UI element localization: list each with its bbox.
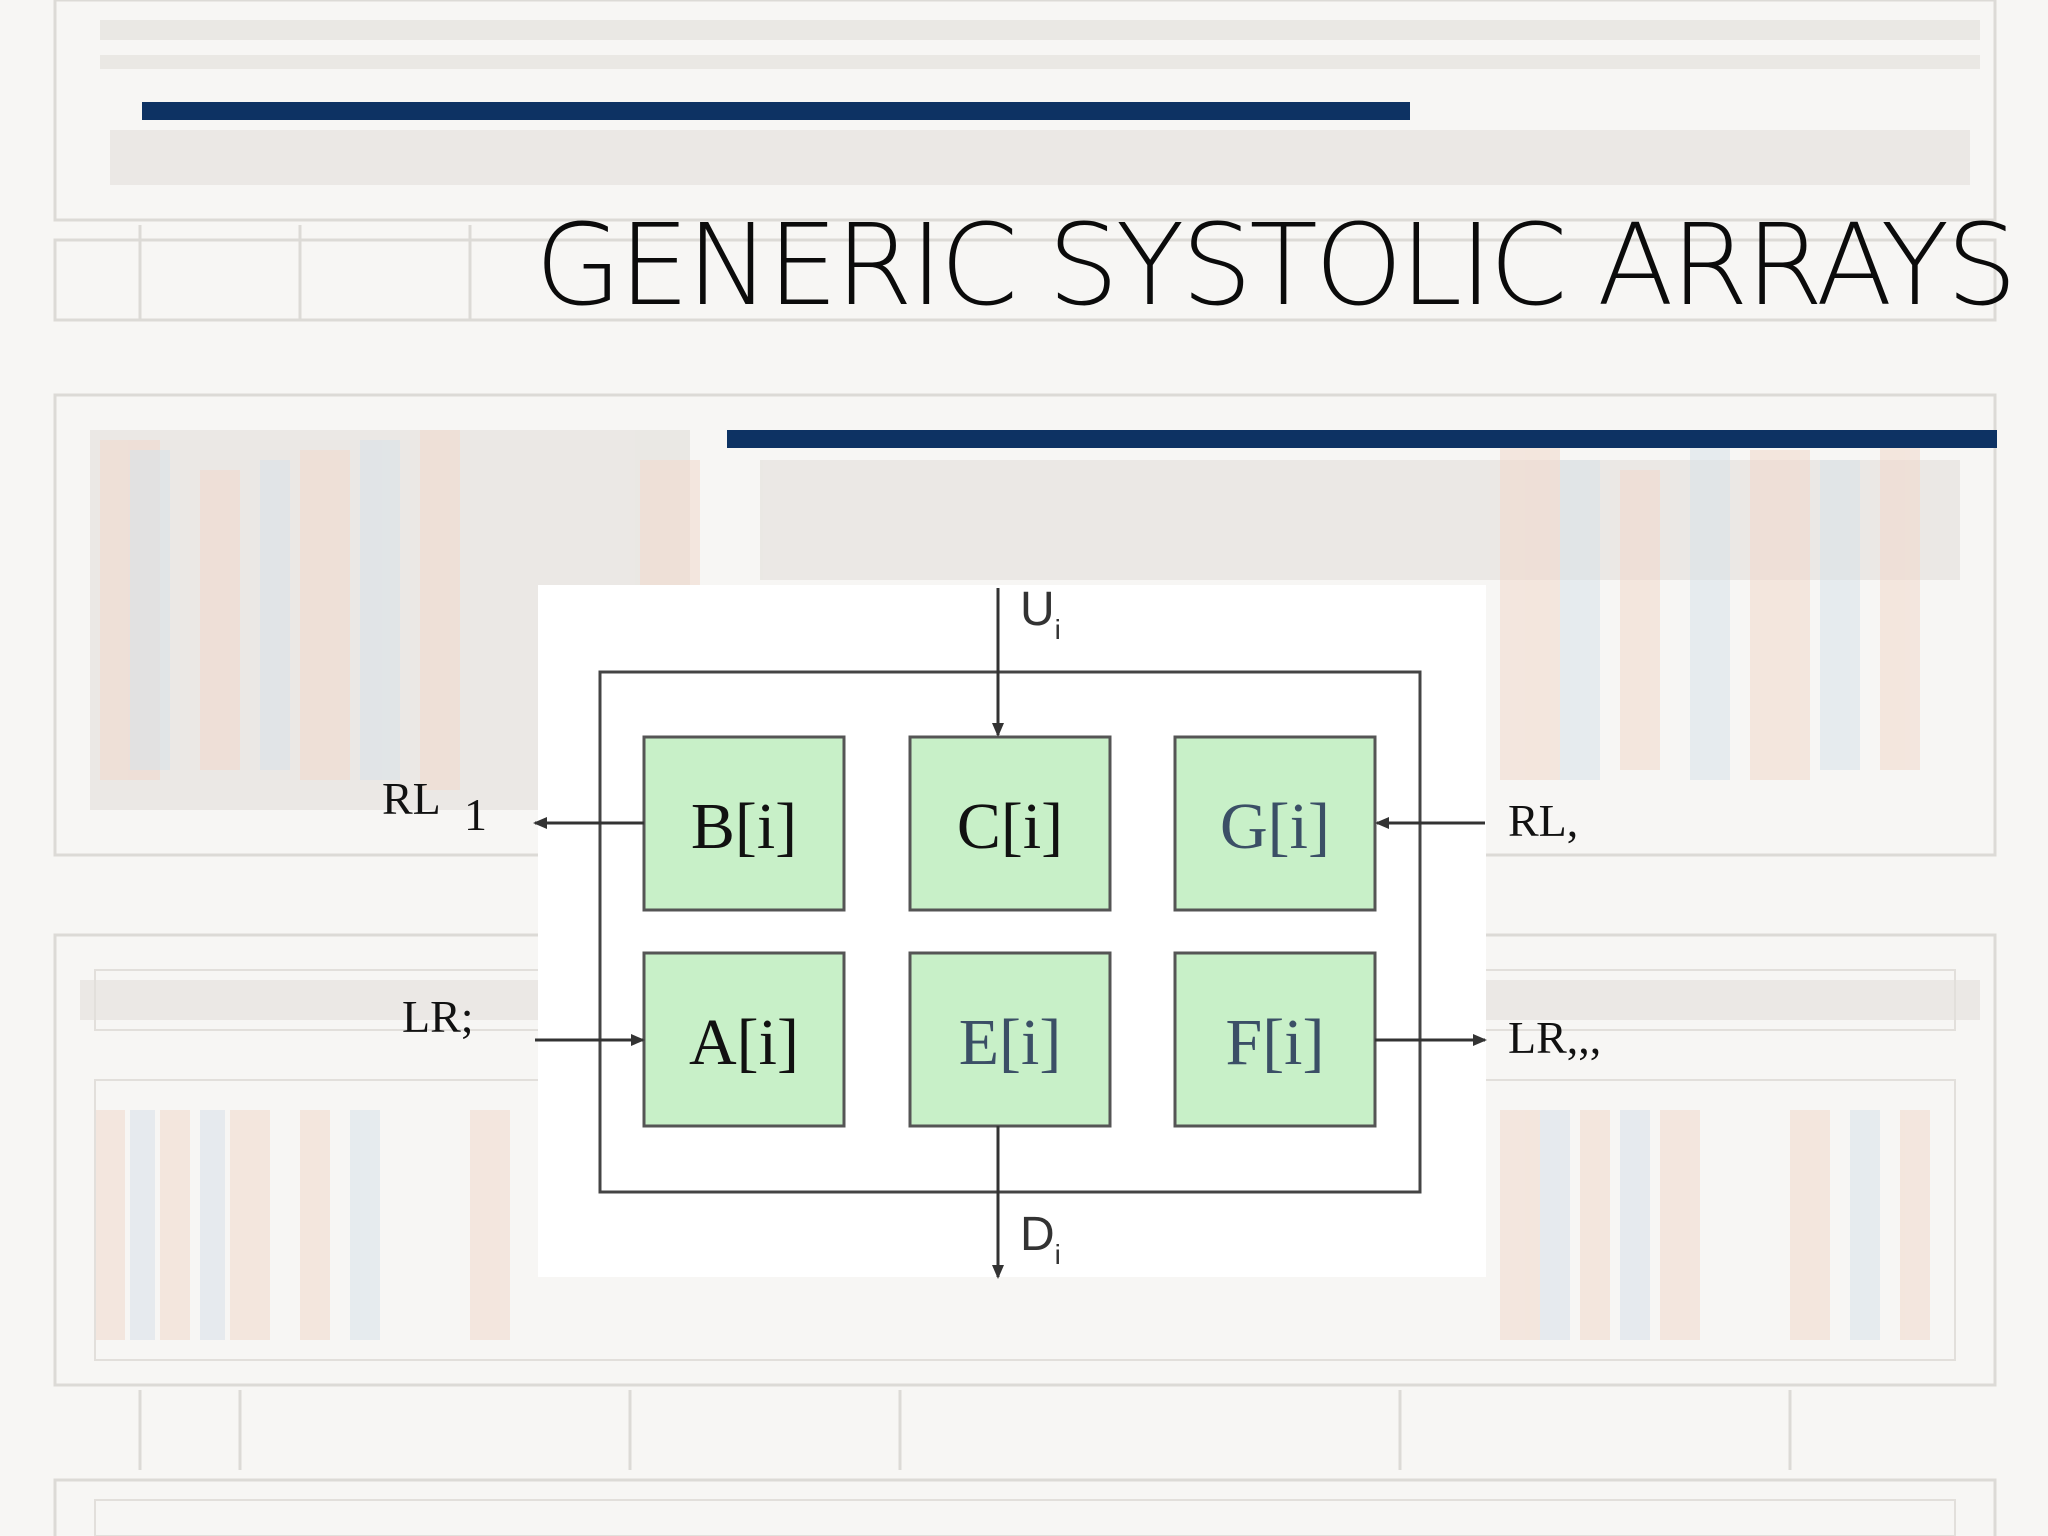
cell-e-label: E[i] — [959, 1006, 1062, 1079]
cell-g: G[i] — [1173, 735, 1377, 912]
cell-a-box — [642, 951, 846, 1128]
bottom-output-sub: i — [1055, 1239, 1061, 1270]
left-bottom-input-label: LR; — [402, 991, 474, 1042]
cell-a-label: A[i] — [689, 1006, 799, 1079]
cell-c-label: C[i] — [957, 790, 1063, 863]
cell-c: C[i] — [908, 735, 1112, 912]
cell-b: B[i] — [642, 735, 846, 912]
diagram-panel — [538, 585, 1486, 1277]
right-bottom-output-label: LR,,, — [1508, 1012, 1601, 1063]
top-input-label: Ui — [1020, 583, 1061, 645]
cell-e: E[i] — [908, 951, 1112, 1128]
accent-bar-bottom — [727, 430, 1997, 448]
cell-b-label: B[i] — [691, 790, 797, 863]
left-top-output-sub: 1 — [464, 789, 487, 840]
accent-bar-top — [142, 102, 1410, 120]
top-input-main: U — [1020, 583, 1055, 636]
cell-c-box — [908, 735, 1112, 912]
bottom-output-label: Di — [1020, 1208, 1061, 1270]
left-top-output-label: RL — [382, 773, 441, 824]
cell-a: A[i] — [642, 951, 846, 1128]
cell-f: F[i] — [1173, 951, 1377, 1128]
top-input-sub: i — [1055, 614, 1061, 645]
cell-f-label: F[i] — [1226, 1006, 1325, 1079]
bottom-output-main: D — [1020, 1208, 1055, 1261]
slide-title: GENERIC SYSTOLIC ARRAYS — [535, 201, 2017, 331]
cell-g-label: G[i] — [1220, 790, 1330, 863]
cell-e-box — [908, 951, 1112, 1128]
cell-g-box — [1173, 735, 1377, 912]
left-top-output-main: RL — [382, 773, 441, 824]
right-top-input-label: RL, — [1508, 795, 1578, 846]
processing-element-outline — [598, 670, 1422, 1194]
